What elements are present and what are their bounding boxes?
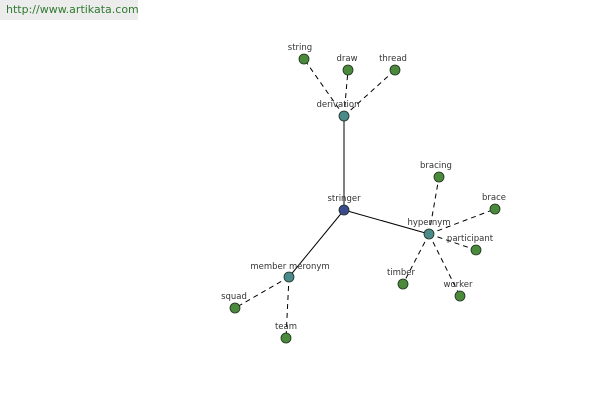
edges-layer (234, 58, 496, 339)
node-timber[interactable] (397, 278, 409, 290)
node-squad[interactable] (229, 302, 241, 314)
edge-hypernym-timber (402, 233, 430, 285)
edge-derivation-string (303, 58, 345, 117)
node-thread[interactable] (389, 64, 401, 76)
edge-stringer-hypernym (343, 209, 430, 235)
node-label-participant[interactable]: participant (447, 234, 494, 244)
node-worker[interactable] (454, 290, 466, 302)
labels-layer: stringer derivation hypernym member meronym… (221, 43, 506, 332)
edge-stringer-member-meronym (288, 209, 345, 278)
node-label-worker[interactable]: worker (444, 280, 473, 290)
edge-member-meronym-team (285, 276, 290, 339)
node-label-hypernym[interactable]: hypernym (407, 218, 450, 228)
node-label-stringer[interactable]: stringer (327, 194, 361, 204)
edge-derivation-thread (343, 69, 396, 117)
edge-derivation-draw (343, 69, 349, 117)
site-url[interactable]: http://www.artikata.com (0, 0, 139, 20)
node-participant[interactable] (470, 244, 482, 256)
node-label-squad[interactable]: squad (221, 292, 247, 302)
node-label-team[interactable]: team (275, 322, 297, 332)
node-label-bracing[interactable]: bracing (420, 161, 452, 171)
node-hypernym[interactable] (423, 228, 435, 240)
nodes-layer (229, 53, 501, 344)
node-team[interactable] (280, 332, 292, 344)
node-label-derivation[interactable]: derivation (316, 100, 359, 110)
node-member-meronym[interactable] (283, 271, 295, 283)
node-label-timber[interactable]: timber (387, 268, 416, 278)
edge-member-meronym-squad (234, 276, 290, 309)
edge-hypernym-brace (428, 208, 496, 235)
node-brace[interactable] (489, 203, 501, 215)
node-stringer[interactable] (338, 204, 350, 216)
node-label-member-meronym[interactable]: member meronym (250, 262, 329, 272)
edge-hypernym-bracing (428, 176, 440, 235)
edge-hypernym-worker (428, 233, 461, 297)
node-draw[interactable] (342, 64, 354, 76)
node-label-string[interactable]: string (288, 43, 312, 53)
node-label-draw[interactable]: draw (336, 54, 357, 64)
node-derivation[interactable] (338, 110, 350, 122)
node-label-brace[interactable]: brace (482, 193, 506, 203)
node-bracing[interactable] (433, 171, 445, 183)
node-string[interactable] (298, 53, 310, 65)
node-label-thread[interactable]: thread (379, 54, 407, 64)
